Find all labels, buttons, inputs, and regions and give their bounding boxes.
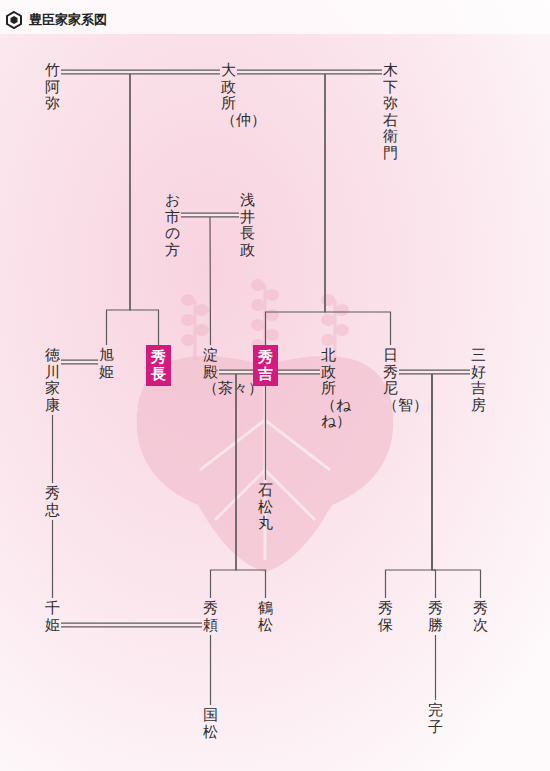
hexagon-icon-core: [11, 16, 18, 24]
person-name: 日秀尼（智）: [383, 347, 398, 413]
marriage-line: [61, 362, 98, 363]
person-name: 木下弥右衛門: [383, 62, 398, 161]
person-node: 三好吉房: [470, 345, 487, 415]
person-name: 千姫: [45, 600, 60, 633]
person-node: 淀殿（茶々）: [202, 345, 219, 399]
person-node: 秀次: [472, 598, 489, 635]
descent-line: [61, 72, 130, 345]
person-name: 石松丸: [258, 482, 273, 532]
person-node: お市の方: [164, 190, 181, 260]
header-band: [0, 0, 550, 34]
person-node: 千姫: [44, 598, 61, 635]
diagram-title: 豊臣家家系図: [29, 11, 107, 29]
marriage-line: [61, 72, 220, 73]
descent-line: [325, 72, 391, 345]
person-node: 国松: [202, 705, 219, 742]
descent-line: [265, 386, 266, 480]
person-node: 北政所（ねね）: [320, 345, 337, 432]
marriage-line: [278, 372, 320, 373]
person-name: 淀殿（茶々）: [203, 347, 218, 397]
descent-line: [52, 415, 53, 483]
person-node: 日秀尼（智）: [382, 345, 399, 415]
person-name: 旭姫: [99, 347, 114, 380]
person-name: 北政所（ねね）: [321, 347, 336, 430]
person-node: 浅井長政: [239, 190, 256, 260]
person-node: 大政所（仲）: [220, 60, 237, 130]
marriage-line: [219, 372, 253, 373]
person-name: 秀吉: [258, 349, 273, 382]
descent-line: [210, 635, 211, 705]
descent-line: [211, 372, 254, 598]
person-node: 竹阿弥: [44, 60, 61, 114]
crest-leaf: [137, 356, 394, 572]
marriage-line: [237, 72, 382, 73]
person-name: 秀次: [473, 600, 488, 633]
person-name: お市の方: [165, 192, 180, 258]
person-name: 秀長: [151, 349, 166, 382]
person-node: 秀保: [377, 598, 394, 635]
person-name: 浅井長政: [240, 192, 255, 258]
person-name: 三好吉房: [471, 347, 486, 413]
person-node: 秀忠: [44, 483, 61, 520]
hexagon-icon: [7, 12, 21, 28]
descent-line: [399, 372, 436, 598]
highlight-name-box: 秀吉: [253, 345, 278, 386]
person-node: 石松丸: [257, 480, 274, 534]
person-name: 秀忠: [45, 485, 60, 518]
person-node: 秀頼: [202, 598, 219, 635]
person-node: 木下弥右衛門: [382, 60, 399, 163]
crest-veins: [200, 365, 330, 560]
person-name: 竹阿弥: [45, 62, 60, 112]
person-name: 徳川家康: [45, 347, 60, 413]
person-node: 旭姫: [98, 345, 115, 382]
person-name: 大政所（仲）: [221, 62, 236, 128]
descent-line: [61, 72, 159, 345]
person-node: 秀勝: [427, 598, 444, 635]
descent-line: [210, 215, 239, 345]
person-name: 秀頼: [203, 600, 218, 633]
marriage-line: [399, 372, 470, 373]
person-node: 完子: [427, 700, 444, 737]
kiri-crest: [137, 356, 394, 572]
person-node: 鶴松: [257, 598, 274, 635]
descent-line: [435, 635, 436, 700]
person-name: 秀保: [378, 600, 393, 633]
person-name: 国松: [203, 707, 218, 740]
descent-line: [399, 372, 481, 598]
person-name: 秀勝: [428, 600, 443, 633]
person-name: 鶴松: [258, 600, 273, 633]
person-name: 完子: [428, 702, 443, 735]
descent-line: [266, 72, 383, 345]
descent-line: [52, 520, 53, 598]
highlight-name-box: 秀長: [146, 345, 171, 386]
person-node: 徳川家康: [44, 345, 61, 415]
marriage-line: [181, 215, 239, 216]
marriage-line: [61, 625, 202, 626]
